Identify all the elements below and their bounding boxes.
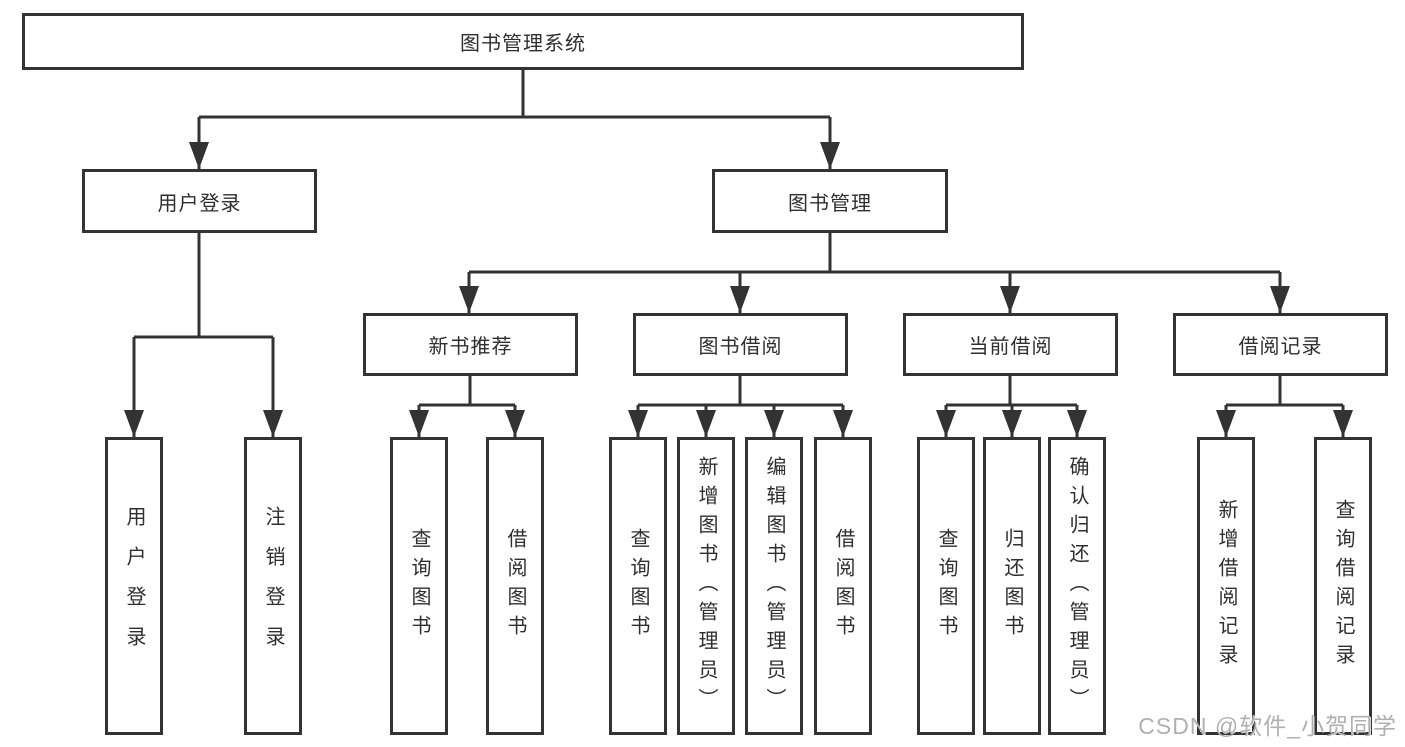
arrowheads [124,142,1353,437]
leaf-query-books-current: 查询图书 [917,437,975,735]
node-book-borrowing: 图书借阅 [633,313,848,376]
node-borrow-records: 借阅记录 [1173,313,1388,376]
node-current-borrowing: 当前借阅 [903,313,1118,376]
leaf-add-book-admin: 新增图书（管理员） [677,437,735,735]
leaf-add-borrow-record: 新增借阅记录 [1197,437,1255,735]
leaf-user-login: 用户登录 [105,437,163,735]
node-book-management: 图书管理 [712,169,948,233]
leaf-query-borrow-record: 查询借阅记录 [1314,437,1372,735]
leaf-query-books-borrowing: 查询图书 [609,437,667,735]
leaf-edit-book-admin: 编辑图书（管理员） [745,437,803,735]
leaf-logout: 注销登录 [244,437,302,735]
leaf-borrow-books-borrowing: 借阅图书 [814,437,872,735]
leaf-query-books-recommend: 查询图书 [390,437,448,735]
csdn-watermark: CSDN @软件_小贺同学 [1138,713,1397,739]
leaf-confirm-return-admin: 确认归还（管理员） [1048,437,1106,735]
node-new-book-recommend: 新书推荐 [363,313,578,376]
node-library-system: 图书管理系统 [22,13,1024,70]
node-user-login: 用户登录 [82,169,317,233]
leaf-borrow-books-recommend: 借阅图书 [486,437,544,735]
leaf-return-book: 归还图书 [983,437,1041,735]
